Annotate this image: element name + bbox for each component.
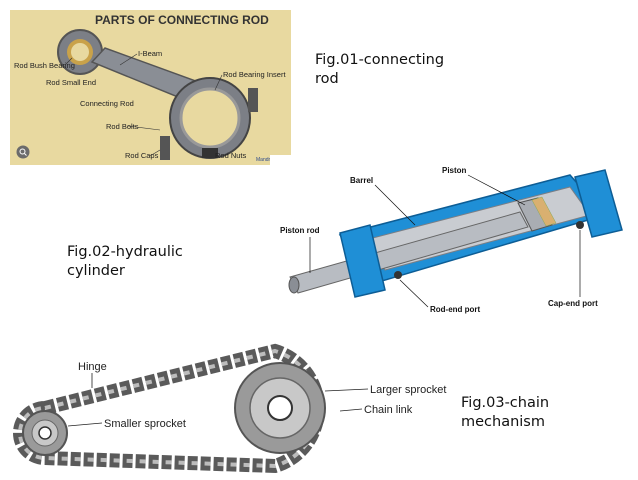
label-rod-bolts: Rod Bolts [106, 122, 139, 131]
rod-bush-hole [71, 43, 89, 61]
label-piston-rod: Piston rod [280, 226, 320, 235]
rod-bearing-insert-shape [179, 87, 241, 149]
label-barrel: Barrel [350, 176, 373, 185]
hydraulic-cylinder-illustration: Barrel Piston Piston rod Rod-end port Ca… [280, 166, 623, 314]
label-i-beam: I-Beam [138, 49, 162, 58]
rod-nut-shape [202, 148, 218, 158]
rod-bolt-left [160, 136, 170, 160]
fig1-caption: Fig.01-connecting rod [315, 52, 445, 87]
label-larger-sprocket: Larger sprocket [370, 384, 446, 396]
cap-end-cap [574, 169, 623, 238]
rod-end-port-shape [394, 271, 402, 279]
chain-mechanism-illustration: Hinge Larger sprocket Chain link Smaller… [13, 343, 446, 474]
label-rod-bearing-insert: Rod Bearing Insert [223, 70, 286, 79]
rod-bolt-right [248, 88, 258, 112]
label-connecting-rod: Connecting Rod [80, 99, 134, 108]
label-cap-end-port: Cap-end port [548, 299, 598, 308]
label-rod-bush-bearing: Rod Bush Bearing [14, 61, 75, 70]
label-rod-nuts: Rod Nuts [215, 151, 247, 160]
piston-shape [517, 197, 553, 232]
label-hinge: Hinge [78, 361, 107, 373]
label-smaller-sprocket: Smaller sprocket [104, 418, 186, 430]
label-piston: Piston [442, 166, 467, 175]
watermark: Mandrector [256, 157, 282, 163]
rod-end-cap [339, 224, 386, 298]
label-rod-end-port: Rod-end port [430, 305, 481, 314]
zoom-icon[interactable] [16, 145, 30, 159]
label-rod-small-end: Rod Small End [46, 78, 96, 87]
label-chain-link: Chain link [364, 404, 413, 416]
connecting-rod-title: PARTS OF CONNECTING ROD [95, 13, 269, 27]
connecting-rod-illustration: PARTS OF CONNECTING ROD Rod Bush Bearing… [14, 13, 286, 163]
hydraulic-cylinder-figure: Barrel Piston Piston rod Rod-end port Ca… [270, 155, 636, 325]
chain-mechanism-figure: Hinge Larger sprocket Chain link Smaller… [0, 336, 447, 476]
fig3-caption: Fig.03-chain mechanism [461, 395, 550, 430]
cap-end-port-shape [576, 221, 584, 229]
connecting-rod-figure: PARTS OF CONNECTING ROD Rod Bush Bearing… [10, 10, 291, 165]
fig2-caption: Fig.02-hydraulic cylinder [67, 244, 183, 279]
label-rod-caps: Rod Caps [125, 151, 159, 160]
